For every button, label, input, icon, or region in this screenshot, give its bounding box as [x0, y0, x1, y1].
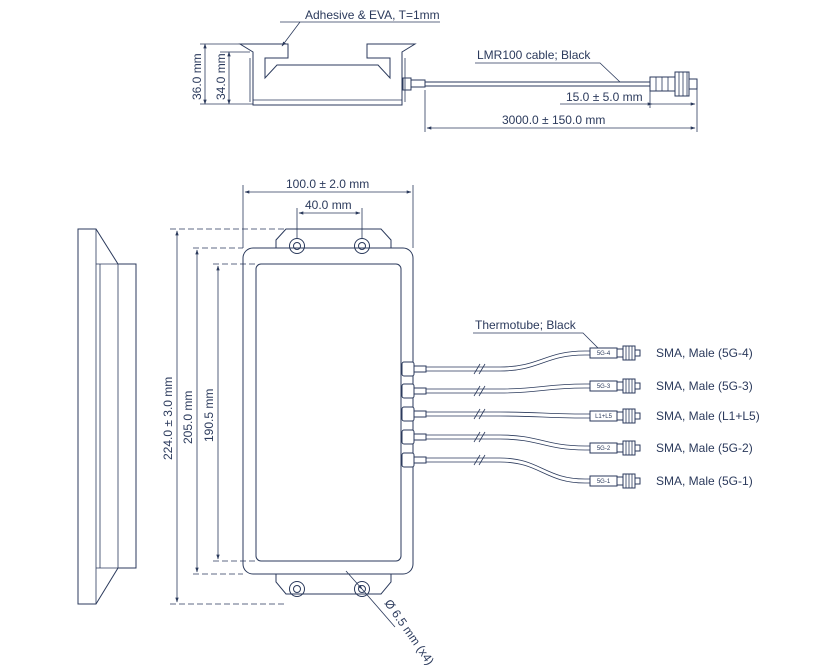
cable-label: LMR100 cable; Black [477, 48, 591, 62]
height-inner-label: 34.0 mm [214, 53, 228, 100]
cable-line [426, 434, 590, 447]
sma-knurl [625, 441, 633, 455]
connector-2: 5G-3 SMA, Male (5G-3) [401, 378, 753, 399]
gland-nut [413, 433, 427, 441]
cable-line [426, 383, 590, 390]
sma-ferrule [616, 348, 624, 358]
sma-tip [634, 349, 641, 357]
connector-label: SMA, Male (5G-4) [656, 346, 753, 360]
height-outer-label: 36.0 mm [190, 53, 204, 100]
break-mark [478, 454, 486, 466]
thermotube-tag-text: 5G-2 [597, 446, 611, 452]
thermotube-tag-text: 5G-3 [597, 384, 611, 390]
gland-nut [413, 387, 427, 395]
gland-nut [413, 456, 427, 464]
adhesive-label: Adhesive & EVA, T=1mm [305, 8, 440, 22]
cable-gland [401, 383, 415, 399]
cable-line [426, 461, 590, 484]
thermotube-tag-text: 5G-4 [597, 351, 611, 357]
cable-line [426, 354, 590, 372]
break-mark [473, 431, 481, 443]
sma-knurl [625, 379, 633, 393]
side-view: Adhesive & EVA, T=1mm LMR100 cable; Blac… [190, 8, 698, 132]
sma-tip [634, 444, 641, 452]
sma-tip [634, 412, 641, 420]
connector-5: 5G-1 SMA, Male (5G-1) [401, 452, 753, 489]
cable-length-label: 3000.0 ± 150.0 mm [502, 113, 605, 127]
connector-label: SMA, Male (L1+L5) [656, 409, 760, 423]
break-mark [478, 408, 486, 420]
thermotube-label: Thermotube; Black [475, 318, 577, 332]
sma-ferrule [616, 476, 624, 486]
thermotube-tag-text: L1+L5 [595, 414, 613, 420]
cable-line [426, 415, 590, 419]
break-mark [473, 454, 481, 466]
gland-nut [413, 365, 427, 373]
hole-diameter-label: Ø 6.5 mm (x4) [382, 597, 437, 668]
cable-line [426, 438, 590, 451]
length-inner-label: 190.5 mm [202, 389, 216, 442]
length-mid-label: 205.0 mm [181, 391, 195, 444]
sma-tip [634, 477, 641, 485]
cable-line [426, 350, 590, 368]
break-mark [473, 408, 481, 420]
sma-ferrule [616, 411, 624, 421]
break-mark [478, 385, 486, 397]
cable-line [426, 411, 590, 415]
sma-tip [634, 382, 641, 390]
cable-gland [401, 429, 415, 445]
connector-1: 5G-4 SMA, Male (5G-4) [401, 345, 753, 377]
break-mark [473, 385, 481, 397]
cable-line [426, 387, 590, 394]
hole-spacing-label: 40.0 mm [305, 198, 352, 212]
break-mark [478, 431, 486, 443]
cable-gland [401, 452, 415, 468]
top-view: 100.0 ± 2.0 mm 40.0 mm 224.0 ± 3.0 mm 20… [161, 177, 601, 668]
sma-knurl [625, 409, 633, 423]
gland-nut [413, 410, 427, 418]
cable-line [426, 457, 590, 480]
connector-4: 5G-2 SMA, Male (5G-2) [401, 429, 753, 456]
connector-label: SMA, Male (5G-3) [656, 379, 753, 393]
thermotube-tag-text: 5G-1 [597, 479, 611, 485]
sma-ferrule [616, 443, 624, 453]
cable-gland [401, 361, 415, 377]
width-outer-label: 100.0 ± 2.0 mm [286, 177, 369, 191]
break-mark [478, 363, 486, 375]
connector-label: SMA, Male (5G-1) [656, 474, 753, 488]
sma-knurl [625, 474, 633, 488]
connector-cables: 5G-4 SMA, Male (5G-4) 5G-3 SMA, Male (5G-3)… [401, 345, 760, 489]
connector-length-label: 15.0 ± 5.0 mm [566, 90, 643, 104]
length-outer-label: 224.0 ± 3.0 mm [161, 377, 175, 460]
connector-3: L1+L5 SMA, Male (L1+L5) [401, 406, 760, 424]
cable-gland [401, 406, 415, 422]
connector-label: SMA, Male (5G-2) [656, 441, 753, 455]
sma-ferrule [616, 381, 624, 391]
break-mark [473, 363, 481, 375]
profile-view [77, 228, 137, 605]
sma-knurl [625, 346, 633, 360]
